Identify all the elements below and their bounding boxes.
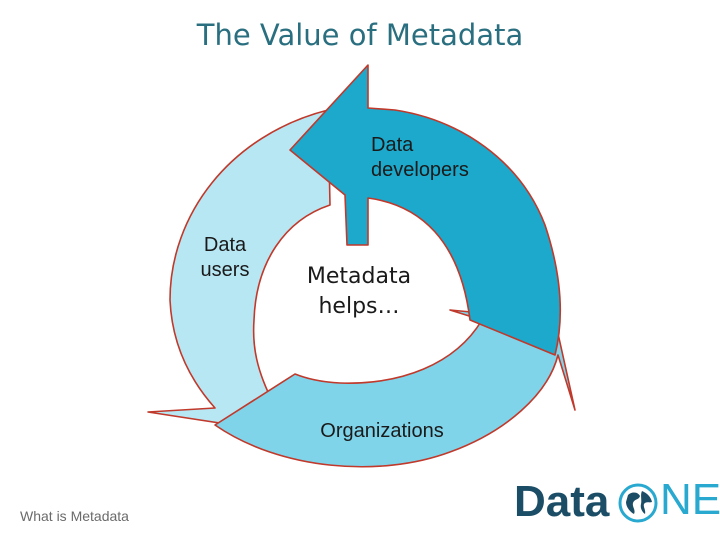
data-users-arrow xyxy=(147,109,331,433)
organizations-label: Organizations xyxy=(320,420,444,442)
footer-text: What is Metadata xyxy=(20,508,129,524)
center-label: Metadata helps… xyxy=(306,264,412,319)
organizations-arrow xyxy=(214,309,576,468)
slide-title: The Value of Metadata xyxy=(196,18,524,52)
data-users-label: Data users xyxy=(200,234,250,281)
data-developers-arrow xyxy=(289,64,561,356)
globe-icon xyxy=(618,483,658,523)
logo-text-ne: NE xyxy=(660,475,720,524)
dataone-logo: Data NE xyxy=(514,475,720,531)
logo-text-data: Data xyxy=(514,477,610,526)
data-developers-label: Data developers xyxy=(371,134,469,181)
